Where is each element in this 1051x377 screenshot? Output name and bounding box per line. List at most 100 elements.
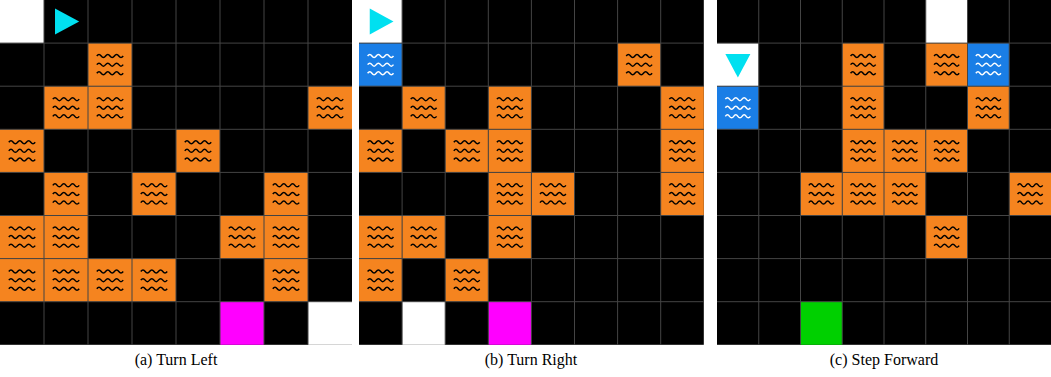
wave-mark [273,201,299,204]
wave-mark [626,55,652,58]
wave-mark [669,115,695,118]
lava-cell [661,86,704,129]
agent-triangle [370,9,394,35]
wave-mark [976,115,1001,118]
white-cell [0,0,44,43]
wave-mark [497,141,523,144]
wave-mark [497,227,523,230]
wave-mark [9,227,35,230]
agent-triangle [55,9,79,35]
water-cell [359,43,402,86]
lava-cell [44,86,88,129]
wave-mark [934,244,959,247]
wave-mark [97,63,123,66]
wave-mark [851,158,876,161]
wave-mark [454,270,480,273]
wave-mark [725,98,750,101]
wave-mark [53,236,79,239]
white-cell [926,0,968,43]
wave-mark [53,287,79,290]
wave-mark [851,192,876,195]
wave-mark [497,192,523,195]
lava-cell [88,43,132,86]
wave-mark [669,149,695,152]
lava-cell [132,172,176,215]
wave-mark [97,115,123,118]
lava-cell [884,172,926,215]
wave-mark [851,72,876,75]
water-cell [968,43,1010,86]
wave-mark [273,227,299,230]
wave-mark [892,192,917,195]
wave-mark [892,158,917,161]
grid-line [220,0,221,345]
panel-caption: (a) Turn Left [135,349,218,371]
grid-line [359,301,704,302]
wave-mark [851,184,876,187]
wave-mark [411,115,437,118]
lava-cell [968,86,1010,129]
lava-cell [842,86,884,129]
wave-mark [141,201,167,204]
wave-mark [934,141,959,144]
grid-line [0,258,352,259]
wave-mark [497,106,523,109]
wave-mark [497,184,523,187]
wave-mark [934,149,959,152]
grid-line [617,0,618,345]
wave-mark [454,287,480,290]
grid-line [0,301,352,302]
lava-cell [884,129,926,172]
agent-triangle [725,54,750,78]
lava-cell [488,216,531,259]
wave-mark [1018,192,1043,195]
wave-mark [185,149,211,152]
wave-mark [97,55,123,58]
lava-cell [445,259,488,302]
wave-mark [497,115,523,118]
wave-mark [976,98,1001,101]
grid-line [967,0,968,345]
wave-mark [229,236,255,239]
wave-mark [273,184,299,187]
wave-mark [368,149,394,152]
wave-mark [851,106,876,109]
wave-mark [851,149,876,152]
wave-mark [497,201,523,204]
lava-cell [264,172,308,215]
wave-mark [540,192,566,195]
grid-background [0,0,352,345]
lava-cell [264,259,308,302]
wave-mark [454,279,480,282]
lava-cell [842,129,884,172]
wave-mark [97,287,123,290]
wave-mark [9,236,35,239]
wave-mark [368,63,394,66]
wave-mark [1018,184,1043,187]
panel-caption: (c) Step Forward [830,349,938,371]
wave-mark [934,72,959,75]
wave-mark [411,98,437,101]
wave-mark [851,115,876,118]
lava-cell [842,172,884,215]
wave-mark [273,244,299,247]
lava-cell [88,259,132,302]
wave-mark [892,149,917,152]
wave-mark [934,227,959,230]
wave-mark [141,287,167,290]
wave-mark [97,98,123,101]
wave-mark [9,149,35,152]
wave-mark [141,192,167,195]
lava-cell [1009,172,1051,215]
wave-mark [669,141,695,144]
lava-cell [0,259,44,302]
wave-mark [368,227,394,230]
wave-mark [497,244,523,247]
lava-cell [308,86,352,129]
grid-line [717,301,1051,302]
wave-mark [273,279,299,282]
wave-mark [976,72,1001,75]
grid-line [359,215,704,216]
lava-cell [44,216,88,259]
